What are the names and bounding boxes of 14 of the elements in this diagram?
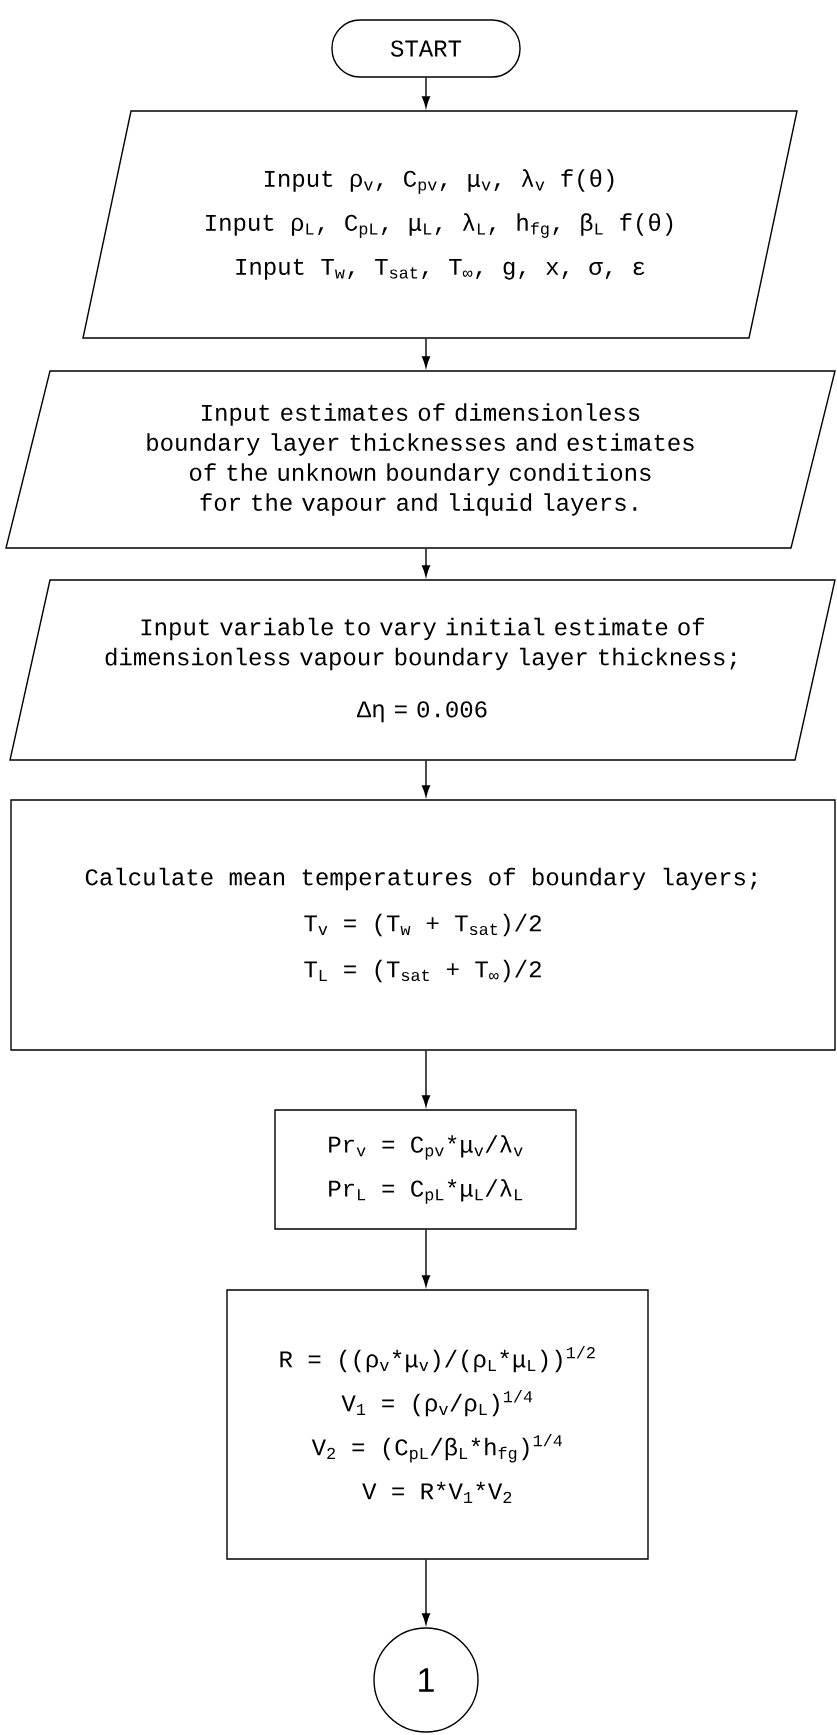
process-box: Pr$_{v}$ = C$_{pv}$*μ$_{v}$/λ$_{v}$ Pr$_{L}$ = C$_{pL}$*μ$_{L}$/λ$_{L}$	[274, 1109, 577, 1230]
input-parallelogram: Input variable to vary initial estimate of dimensionless vapour boundary layer thickness; Δη = 0.006	[9, 579, 836, 761]
arrow	[421, 548, 431, 577]
arrow	[421, 1050, 431, 1107]
process-box: Calculate mean temperatures of boundary layers; T$_{v}$ = (T$_{w}$ + T$_{sat}$)/2 T$_{L}$ = (T$_{sat}$ + T$_{∞}$)/2	[10, 799, 836, 1051]
input-parallelogram: Input ρ$_{v}$, C$_{pv}$, μ$_{v}$, λ$_{v}$ f(θ) Input ρ$_{L}$, C$_{pL}$, μ$_{L}$, λ$_{L}$, h$_{fg}$, β$_{L}$ f(θ) Input T$_{w}$, T$_{sat}$, T$_{∞}$, g, x, σ, ε	[82, 110, 798, 339]
process-box: R = ((ρ$_{v}$*μ$_{v}$)/(ρ$_{L}$*μ$_{L}$))$^{1/2}$ V$_{1}$ = (ρ$_{v}$/ρ$_{L}$)$^{1/4}$ V$_{2}$ = (C$_{pL}$/β$_{L}$*h$_{fg}$)$^{1/4}$ V = R*V$_{1}$*V$_{2}$	[226, 1289, 649, 1560]
arrow	[421, 1229, 431, 1287]
start-terminal: START	[331, 19, 521, 78]
arrow	[421, 77, 431, 108]
arrow	[421, 338, 431, 368]
arrow	[421, 760, 431, 797]
input-parallelogram: Input estimates of dimensionless boundary layer thicknesses and estimates of the unknown boundary conditions for the vapour and liquid layers.	[5, 370, 836, 549]
arrow	[421, 1559, 431, 1625]
